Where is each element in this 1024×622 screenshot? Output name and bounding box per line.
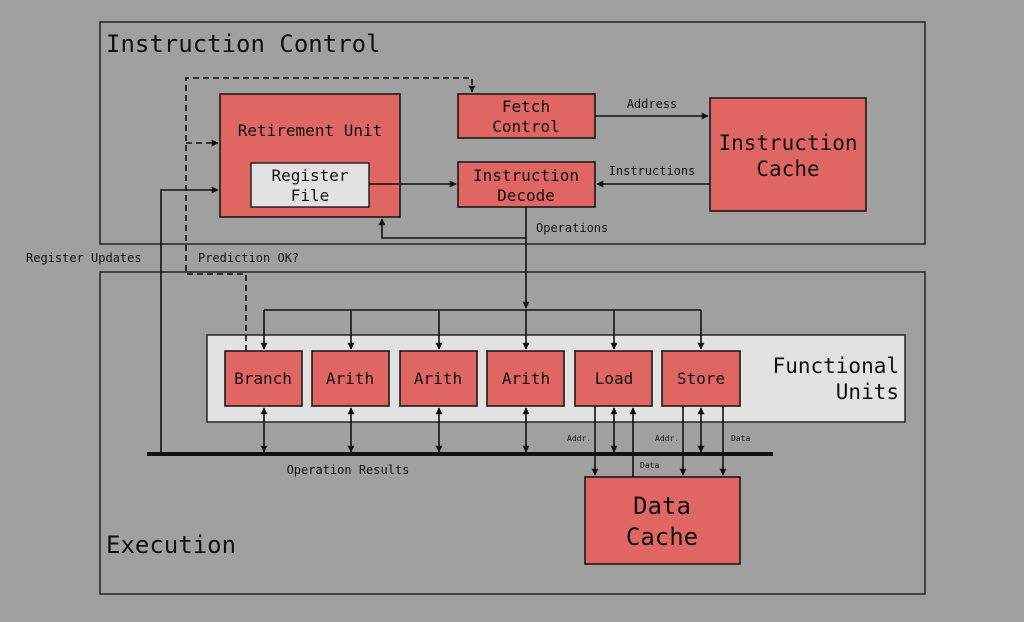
register-file <box>250 162 370 208</box>
instruction-cache-label-line2: Cache <box>756 157 819 181</box>
unit-arith-2: Arith <box>399 350 478 407</box>
instruction-cache <box>709 97 867 212</box>
unit-load: Load <box>574 350 653 407</box>
store-data-label: Data <box>731 434 750 443</box>
instruction-decode-label-line2: Decode <box>497 186 555 205</box>
instructions-label: Instructions <box>609 164 696 178</box>
register-updates-label: Register Updates <box>26 251 142 265</box>
functional-units-label-line2: Units <box>836 380 899 404</box>
instruction-control-region <box>99 21 926 245</box>
load-addr-label: Addr. <box>567 434 591 443</box>
instruction-cache-label-line1: Instruction <box>718 131 857 155</box>
prediction-ok-label: Prediction OK? <box>198 251 299 265</box>
unit-branch-label: Branch <box>234 369 292 388</box>
functional-units-label-line1: Functional <box>773 354 899 378</box>
unit-store-label: Store <box>677 369 725 388</box>
store-addr-label: Addr. <box>655 434 679 443</box>
instruction-decode-label-line1: Instruction <box>473 166 579 185</box>
load-data-label: Data <box>640 461 659 470</box>
instruction-control-title: Instruction Control <box>106 30 381 58</box>
data-cache-label-line2: Cache <box>626 523 698 551</box>
instruction-decode <box>457 161 596 208</box>
unit-arith-1: Arith <box>311 350 390 407</box>
fetch-control <box>457 93 596 139</box>
decode-to-retirement-arrow <box>378 218 526 239</box>
register-file-label-line1: Register <box>271 166 348 185</box>
unit-branch: Branch <box>224 350 303 407</box>
data-cache <box>584 476 741 565</box>
fetch-control-label-line1: Fetch <box>502 97 550 116</box>
register-updates-arrow <box>160 186 219 454</box>
operation-results-label: Operation Results <box>287 463 410 477</box>
unit-arith-3-label: Arith <box>502 369 550 388</box>
retirement-unit-label: Retirement Unit <box>238 121 383 140</box>
data-cache-label-line1: Data <box>633 492 691 520</box>
unit-store: Store <box>661 350 741 407</box>
fetch-control-label-line2: Control <box>492 117 559 136</box>
unit-arith-3: Arith <box>486 350 565 407</box>
unit-load-label: Load <box>595 369 634 388</box>
address-label: Address <box>627 97 678 111</box>
prediction-feedback-path <box>185 77 476 351</box>
execution-title: Execution <box>106 531 236 559</box>
register-file-label-line2: File <box>291 186 330 205</box>
unit-arith-2-label: Arith <box>414 369 462 388</box>
execution-region <box>99 271 926 595</box>
unit-arith-1-label: Arith <box>326 369 374 388</box>
operations-label: Operations <box>536 221 608 235</box>
